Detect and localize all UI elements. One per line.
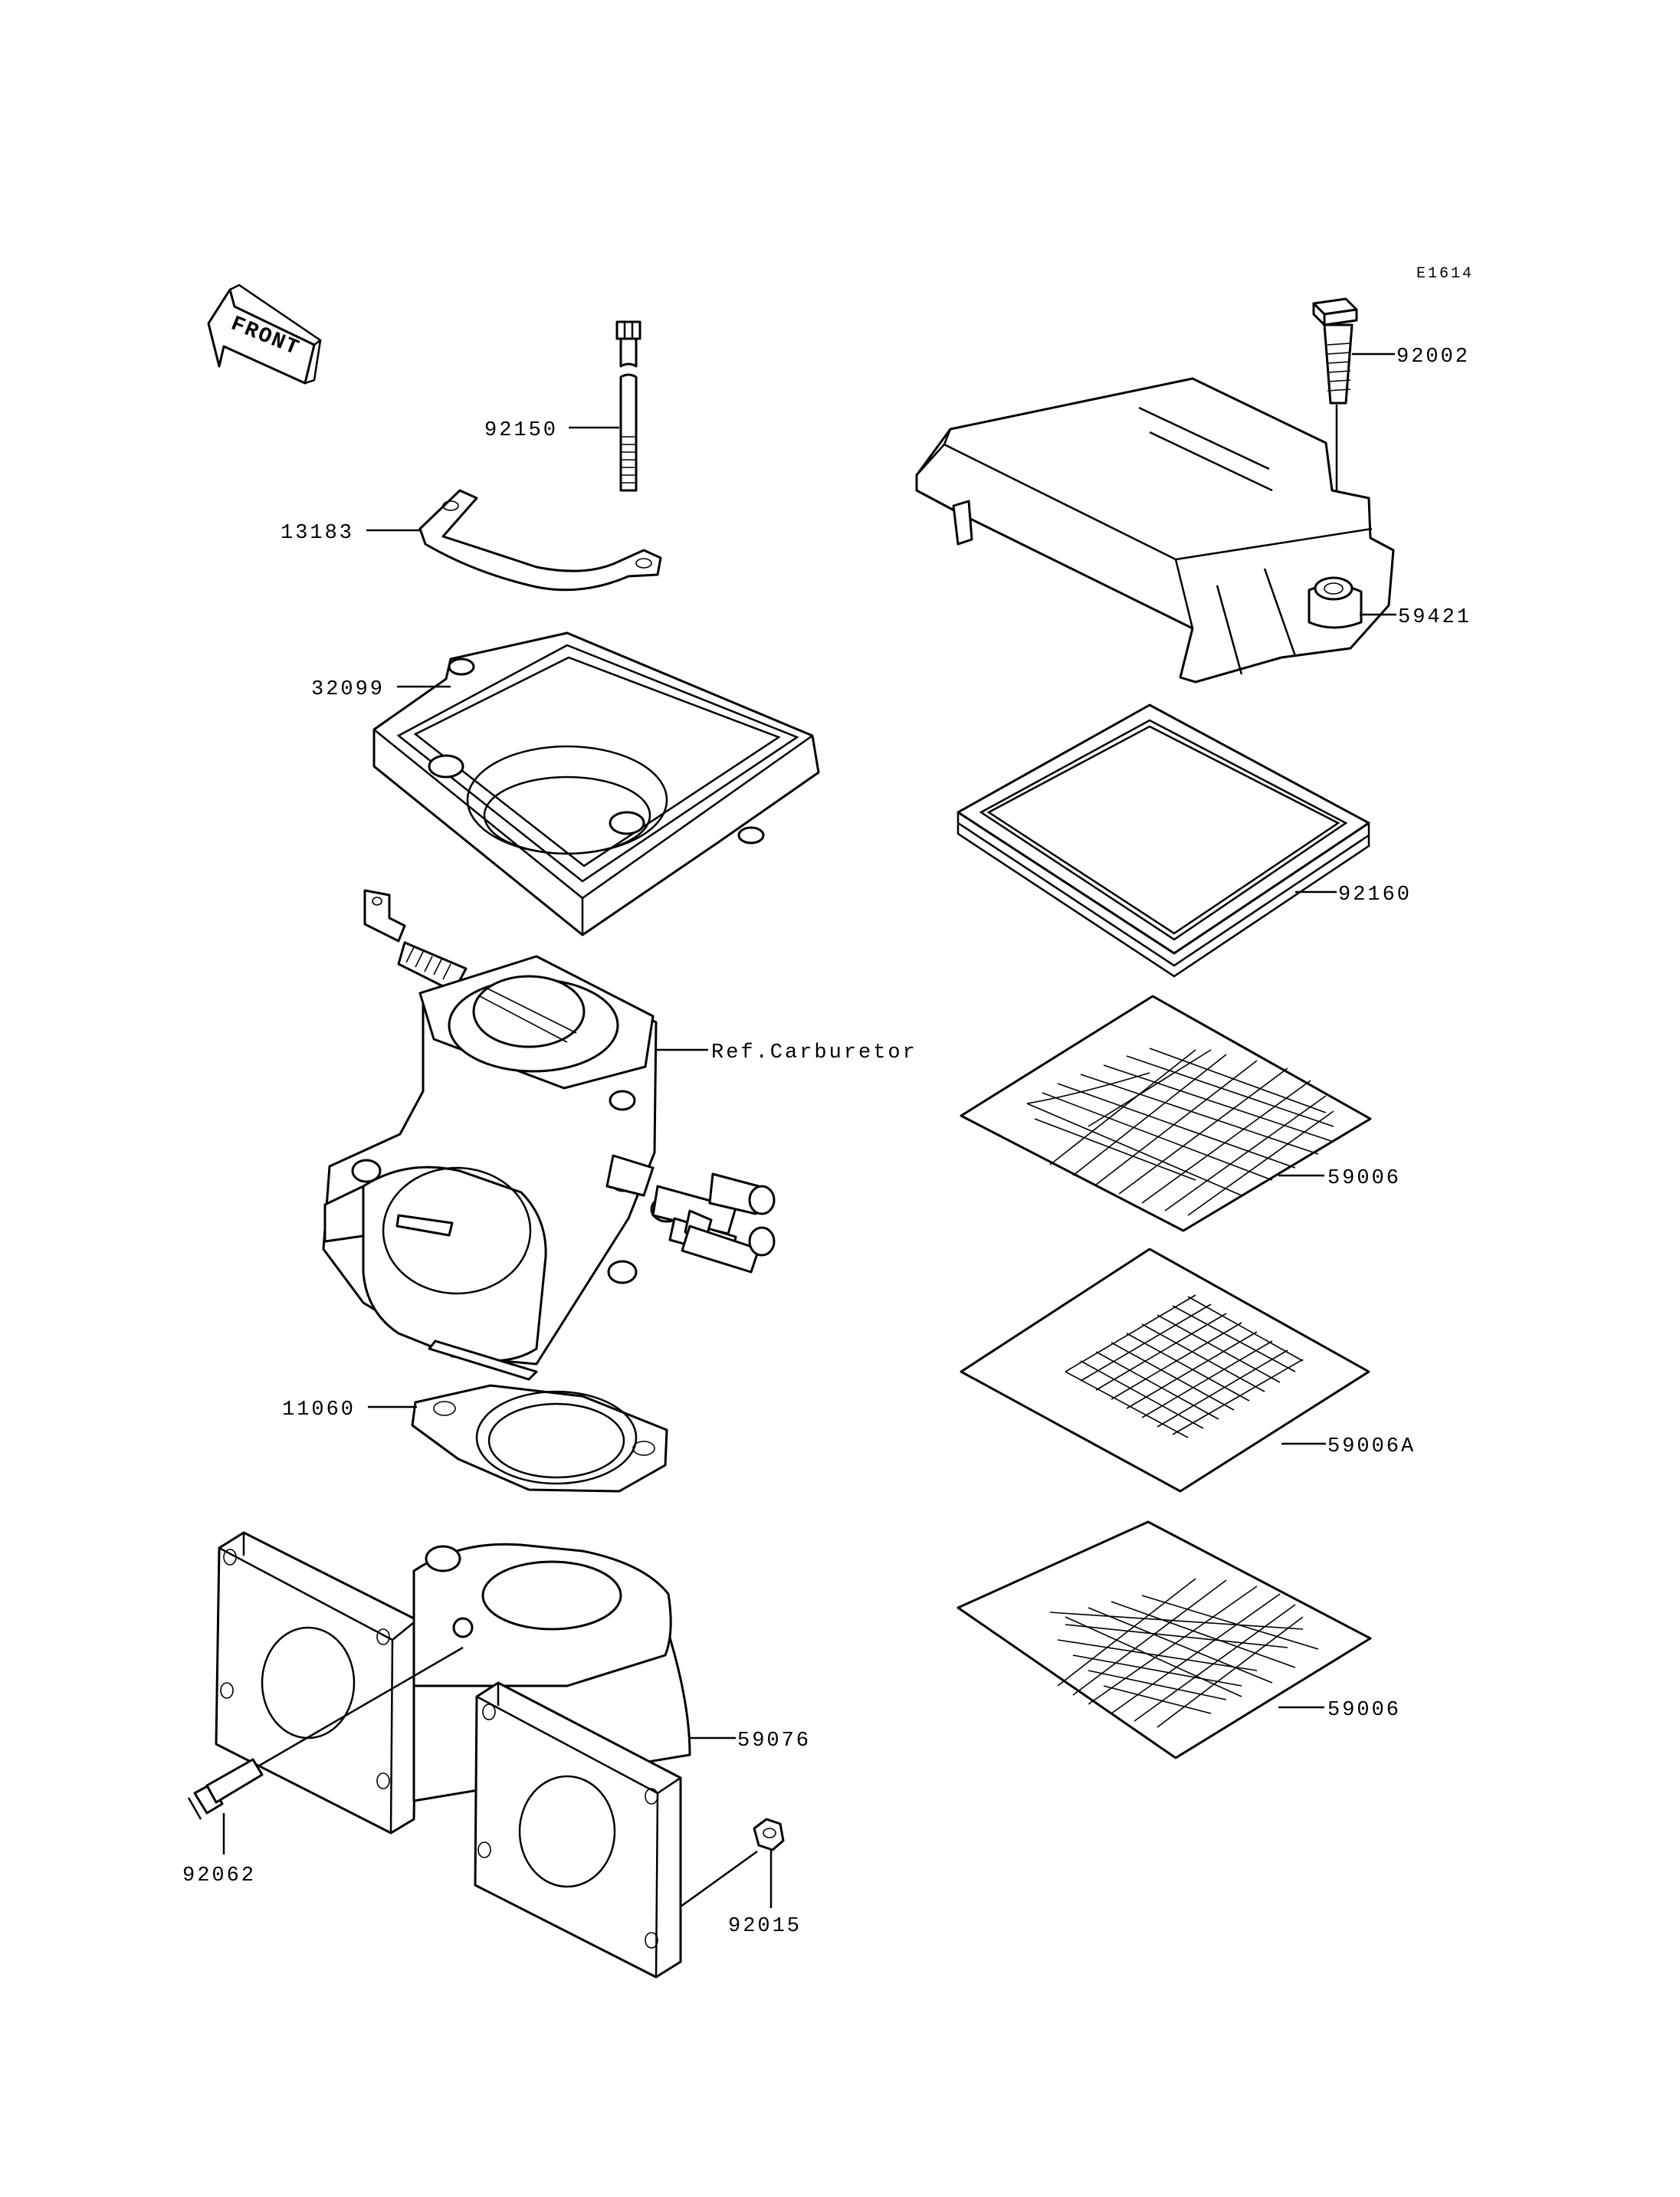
label-13183: 13183	[281, 522, 354, 545]
part-59076-manifold	[215, 1531, 691, 1979]
label-92150: 92150	[484, 419, 558, 442]
label-59421: 59421	[1398, 606, 1472, 629]
label-59076: 59076	[737, 1730, 811, 1753]
label-59006-top: 59006	[1327, 1167, 1401, 1190]
part-59006-screen-top	[960, 995, 1372, 1232]
label-59006A: 59006A	[1327, 1435, 1416, 1458]
part-92062-fitting	[187, 1646, 464, 1820]
front-direction-arrow-icon: FRONT	[207, 284, 323, 385]
label-92002: 92002	[1396, 346, 1470, 369]
label-11060: 11060	[282, 1399, 356, 1421]
label-ref-carburetor: Ref.Carburetor	[711, 1041, 917, 1064]
part-92150-bolt	[615, 320, 641, 492]
label-59006-bottom: 59006	[1327, 1699, 1401, 1722]
part-59006-screen-bottom	[956, 1520, 1372, 1759]
label-92160: 92160	[1338, 884, 1412, 907]
diagram-code: E1614	[1416, 265, 1474, 283]
label-92015: 92015	[728, 1915, 802, 1938]
part-59006A-screen-middle	[960, 1248, 1370, 1493]
part-92002-bolt	[1312, 297, 1358, 576]
part-92015-nut	[680, 1818, 785, 1908]
carburetor-reference	[322, 889, 776, 1381]
label-32099: 32099	[311, 678, 385, 701]
part-92160-seal	[956, 703, 1370, 978]
part-59421-cover	[915, 377, 1395, 684]
part-13183-bracket	[418, 489, 662, 592]
part-32099-air-box-base	[372, 631, 820, 936]
label-92062: 92062	[182, 1864, 256, 1887]
part-11060-gasket	[411, 1384, 668, 1493]
